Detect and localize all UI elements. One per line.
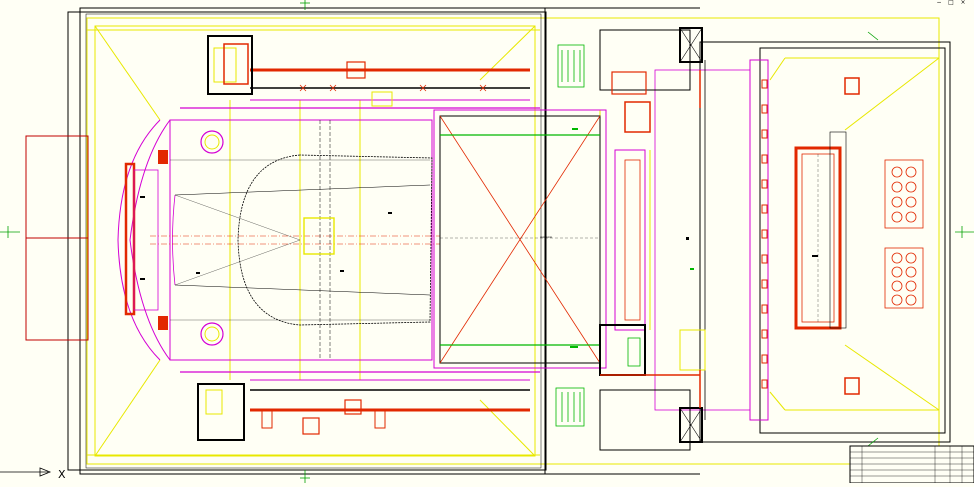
ucs-x-label: X xyxy=(58,468,66,481)
close-button[interactable]: × xyxy=(960,0,966,6)
left-entrance xyxy=(124,150,168,330)
maximize-button[interactable]: □ xyxy=(948,0,954,6)
title-block xyxy=(849,445,974,484)
stage: ===== xyxy=(433,109,607,369)
outer-walls xyxy=(67,7,951,475)
annotation-marks xyxy=(140,128,818,348)
minimize-button[interactable]: − xyxy=(936,0,942,6)
auditorium xyxy=(117,119,440,361)
left-wing xyxy=(25,135,89,341)
ucs-icon xyxy=(0,467,52,477)
south-corridor xyxy=(180,371,540,441)
svg-text:=====: ===== xyxy=(540,234,553,239)
stair-cores xyxy=(555,44,641,427)
dimension-lines xyxy=(86,17,940,465)
north-corridor xyxy=(180,35,540,109)
backstage xyxy=(614,59,769,421)
service-blocks xyxy=(599,27,703,451)
right-hall xyxy=(761,77,924,395)
